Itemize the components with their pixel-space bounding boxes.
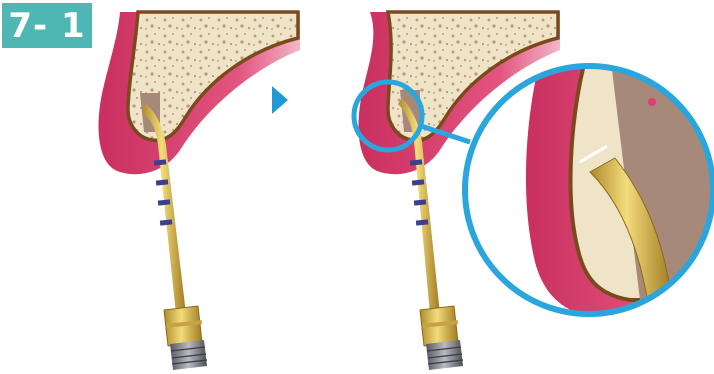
magnifier-callout (460, 60, 714, 320)
right-panel (354, 12, 714, 370)
left-panel (99, 12, 300, 370)
right-arrow-icon (272, 86, 288, 114)
